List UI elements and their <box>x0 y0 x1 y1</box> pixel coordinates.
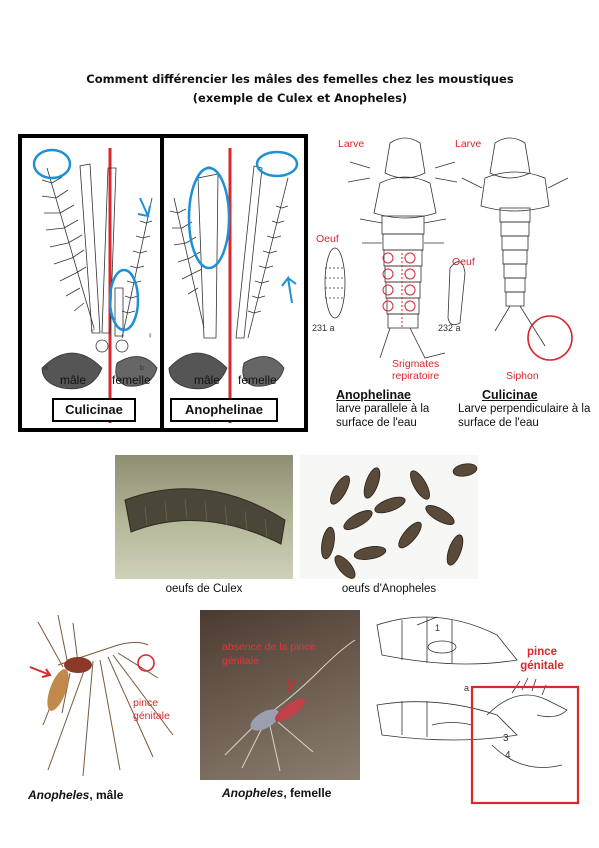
figure-number: 231 a <box>312 323 335 333</box>
anophelinae-antenna-palp-drawing <box>168 148 299 423</box>
anopheles-female-caption: Anopheles, femelle <box>222 786 331 800</box>
anopheles-female-photo: absence de la pince génitale <box>200 610 360 780</box>
anophelinae-panel: mâle femelle Anophelinae <box>160 134 308 432</box>
anophelinae-larva-caption: Anophelinae larve parallele à la surface… <box>336 388 446 430</box>
svg-text:♂: ♂ <box>90 326 96 335</box>
culicinae-label: Culicinae <box>52 398 136 422</box>
figure-number: 232 a <box>438 323 461 333</box>
larve-label-left: Larve <box>338 138 365 150</box>
figure-number: 3 <box>503 733 509 744</box>
siphon-label: Siphon <box>506 370 539 382</box>
anophelinae-larva-desc: larve parallele à la surface de l'eau <box>336 403 430 429</box>
anopheles-eggs-caption: oeufs d'Anopheles <box>341 583 437 595</box>
svg-text:♀: ♀ <box>147 331 153 340</box>
caption-species: Anopheles <box>28 788 90 802</box>
culex-eggs-caption: oeufs de Culex <box>165 583 243 595</box>
larvae-drawing: 231 a 232 a <box>312 137 573 361</box>
anopheles-male-figure: pince génitale <box>18 605 190 783</box>
anophelinae-label: Anophelinae <box>170 398 278 422</box>
female-label: femelle <box>112 373 151 387</box>
anophelinae-larva-title: Anophelinae <box>336 388 412 402</box>
pince-genitale-label: pince génitale <box>133 697 170 722</box>
culicinae-larva-caption: Culicinae Larve perpendiculaire à la sur… <box>458 388 593 430</box>
caption-sex: , mâle <box>89 788 124 802</box>
figure-number: 1 <box>435 623 440 633</box>
male-label: mâle <box>60 373 87 387</box>
anopheles-eggs-photo <box>300 455 478 579</box>
pince-genitale-diagram-label: pince génitale <box>520 646 564 672</box>
figure-number: 4 <box>505 750 511 761</box>
pince-circle <box>137 654 155 672</box>
arrow-icon <box>29 666 52 678</box>
pince-highlight-box <box>470 685 580 805</box>
absence-pince-label: absence de la pince génitale <box>222 641 316 667</box>
culicinae-panel: ♂ ♀ a b mâle femelle Culicinae <box>18 134 166 432</box>
female-label: femelle <box>238 373 277 387</box>
genitalia-diagram: 1 3 4 a pince génitale <box>372 605 582 805</box>
culicinae-larva-desc: Larve perpendiculaire à la surface de l'… <box>458 403 591 429</box>
page-title: Comment différencier les mâles des femel… <box>86 72 514 105</box>
figure-letter-a: a <box>44 365 48 372</box>
caption-species: Anopheles <box>222 786 284 800</box>
caption-sex: , femelle <box>283 786 332 800</box>
larvae-figure: 231 a 232 a Larve Larve Oeuf Oeuf Srigma… <box>310 128 595 436</box>
male-label: mâle <box>194 373 221 387</box>
culicinae-antenna-palp-drawing: ♂ ♀ a b <box>32 148 158 423</box>
figure-letter: a <box>464 683 469 693</box>
culicinae-larva-title: Culicinae <box>482 388 538 402</box>
siphon-circle <box>527 315 573 361</box>
stigmates-label: Srigmates repiratoire <box>392 358 440 382</box>
anopheles-male-caption: Anopheles, mâle <box>28 788 123 802</box>
figure-letter-b: b <box>140 365 144 372</box>
larve-label-right: Larve <box>455 138 482 150</box>
oeuf-label-right: Oeuf <box>452 256 475 268</box>
culex-eggs-photo <box>115 455 293 579</box>
oeuf-label-left: Oeuf <box>316 233 339 245</box>
